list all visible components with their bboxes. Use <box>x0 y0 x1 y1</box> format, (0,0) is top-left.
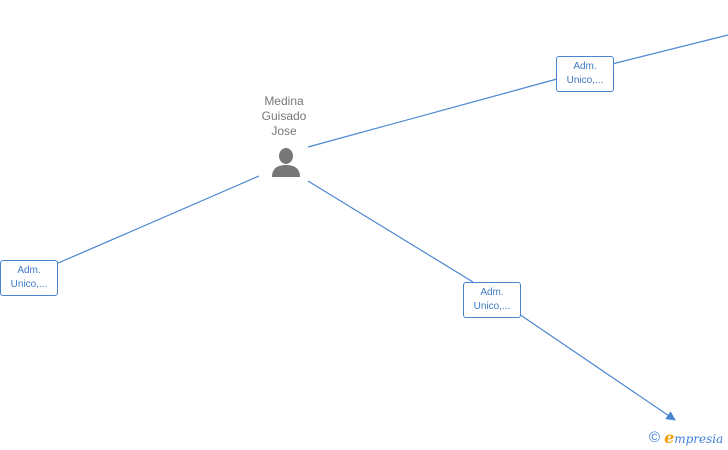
brand-logo-e: e <box>664 427 675 447</box>
role-label: Adm. <box>480 287 504 298</box>
role-label: Adm. <box>573 61 597 72</box>
person-name-line: Medina <box>264 94 304 108</box>
edge-role-bottom-to-company <box>518 313 676 421</box>
role-box-left[interactable]: Adm. Unico,... <box>0 260 58 296</box>
edge-person-to-role-left <box>55 175 260 265</box>
person-name-line: Guisado <box>261 109 307 123</box>
brand-logo-rest: mpresia <box>674 431 724 446</box>
person-icon[interactable] <box>266 145 306 181</box>
role-label: Adm. <box>17 265 41 276</box>
role-box-top[interactable]: Adm. Unico,... <box>556 56 614 92</box>
role-detail: Unico,... <box>473 301 511 312</box>
role-detail: Unico,... <box>566 75 604 86</box>
role-detail: Unico,... <box>10 279 48 290</box>
edge-person-to-role-top <box>307 78 558 148</box>
copyright-symbol: © <box>649 429 661 446</box>
edge-role-top-to-offscreen <box>611 34 728 65</box>
person-name[interactable]: Medina Guisado Jose <box>236 94 332 139</box>
person-name-line: Jose <box>271 124 297 138</box>
empresia-watermark[interactable]: © empresia <box>649 427 724 448</box>
edge-person-to-role-bottom <box>307 180 474 283</box>
role-box-bottom[interactable]: Adm. Unico,... <box>463 282 521 318</box>
brand-logo: empresia <box>664 427 724 448</box>
